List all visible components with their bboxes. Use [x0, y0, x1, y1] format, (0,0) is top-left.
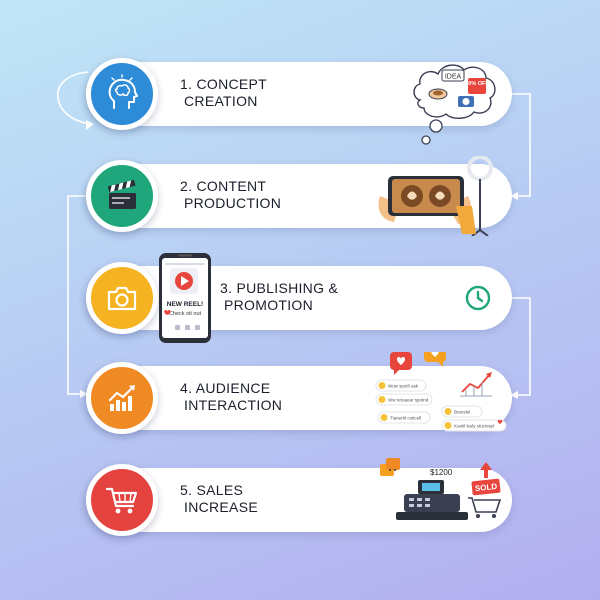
phone-reel-post: NEW REEL! Check oit out	[158, 252, 212, 344]
ring-light-icon	[467, 155, 493, 181]
camera-icon	[107, 286, 137, 311]
connector-3-4	[512, 297, 531, 396]
post-headline: NEW REEL!	[167, 301, 203, 308]
connector-1-2	[512, 93, 531, 197]
step-4: 4. AUDIENCE INTERACTION Wow spotl! ask	[86, 344, 512, 434]
emoji-icon	[378, 396, 386, 403]
step-3: 3. PUBLISHING & PROMOTION NEW REEL! Chec…	[86, 253, 512, 343]
step-1: 1. CONCEPT CREATION IDEA 50% OFF	[86, 58, 512, 145]
step-2-title: 2. CONTENT PRODUCTION	[180, 178, 282, 211]
brain-head-icon	[108, 74, 138, 109]
sold-text: SOLD	[475, 482, 498, 493]
idea-tag: IDEA	[445, 74, 462, 81]
step-1-badge	[86, 58, 158, 130]
emoji-icon	[378, 382, 386, 389]
sales-register-illustration: $1200 SOLD	[376, 450, 506, 530]
shopping-cart-icon	[105, 487, 138, 514]
price-display: $1200	[430, 468, 453, 477]
comment-text: Tianerld cuticell	[390, 416, 421, 421]
step-5-title: 5. SALES INCREASE	[180, 482, 258, 515]
step-1-title: 1. CONCEPT CREATION	[180, 76, 268, 109]
connector-2-3	[67, 195, 86, 395]
step-2: 2. CONTENT PRODUCTION	[86, 155, 512, 237]
comment-text: Koekl lesly stucivspl	[454, 424, 494, 429]
step-4-title: 4. AUDIENCE INTERACTION	[180, 380, 283, 413]
step-3-badge	[86, 262, 158, 334]
trend-chart-icon	[460, 372, 492, 397]
thought-bubble-illustration: IDEA 50% OFF	[406, 56, 502, 152]
clock-icon	[464, 284, 492, 312]
phone-filming-illustration	[376, 155, 502, 237]
discount-tag: 50% OFF	[465, 81, 489, 87]
growth-chart-icon	[108, 385, 135, 411]
step-5: 5. SALES INCREASE $1200 SOLD	[86, 450, 512, 536]
like-heart-icon	[164, 310, 171, 315]
emoji-icon	[380, 414, 388, 421]
social-engagement-illustration: Wow spotl! ask Ww retoaear spotnd Tianer…	[372, 344, 512, 446]
post-subtext: Check oit out	[169, 311, 202, 317]
loop-arrow-icon	[57, 71, 89, 125]
comment-text: Wow spotl! ask	[388, 384, 419, 389]
cash-register-icon	[396, 480, 468, 520]
emoji-icon	[444, 422, 452, 429]
sold-sign-icon: SOLD	[468, 462, 502, 518]
comment-text: Ww retoaear spotnd	[388, 398, 429, 403]
step-4-badge	[86, 362, 158, 434]
step-3-title: 3. PUBLISHING & PROMOTION	[220, 280, 339, 313]
clapperboard-icon	[107, 179, 136, 209]
step-5-badge	[86, 464, 158, 536]
comment-text: Breeslel	[454, 410, 470, 415]
emoji-icon	[444, 408, 452, 415]
step-2-badge	[86, 160, 158, 232]
